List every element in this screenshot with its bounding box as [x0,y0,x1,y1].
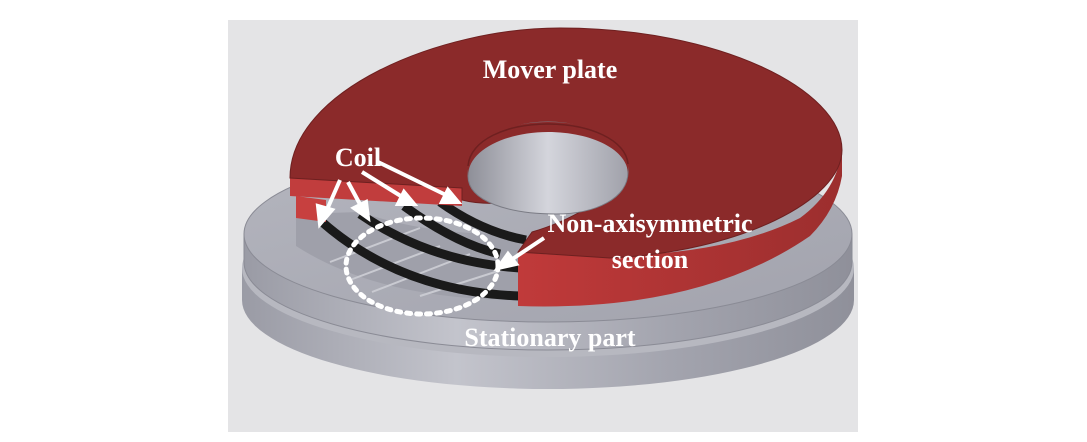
label-non-axisymmetric: Non-axisymmetric [547,209,752,238]
coil-4 [437,198,527,245]
coil-group [319,198,527,301]
label-section: section [612,245,689,274]
coil-arrow-4 [377,160,449,198]
mover-side-right [518,148,842,307]
section-arrow [493,236,546,272]
coil-1 [319,218,521,301]
coil-3 [401,202,502,259]
coil-arrow-1 [324,179,342,213]
label-coil: Coil [335,143,381,172]
mover-plate [289,27,843,307]
coil-arrow-3 [360,170,406,200]
label-mover-plate: Mover plate [483,55,618,84]
stationary-recess [296,212,520,300]
mover-side-left [290,178,462,206]
label-stationary-part: Stationary part [464,323,636,352]
coil-arrows [315,160,463,229]
